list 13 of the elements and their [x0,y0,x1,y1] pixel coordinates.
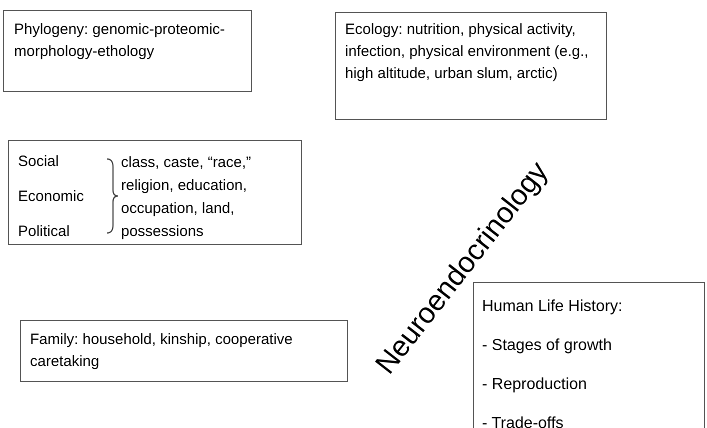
text: class, caste, “race,” religion, education, occupation, land, possessions [121,153,252,242]
category-label: Economic [18,188,84,206]
text: Family: household, kinship, cooperative caretaking [30,330,294,372]
category-label: Political [18,223,70,241]
list-item: - Trade-offs [482,414,565,428]
text: Phylogeny: genomic-proteomic-morphology-ethology [14,20,226,62]
text-box [20,320,348,382]
text: Ecology: nutrition, physical activity, infection, physical environment (e.g., high altitude, urban slum, arctic) [345,20,590,84]
text-box [3,10,252,92]
text-box [8,140,302,245]
text-box [335,12,607,120]
list-item: - Reproduction [482,375,588,395]
category-label: Social [18,153,59,171]
